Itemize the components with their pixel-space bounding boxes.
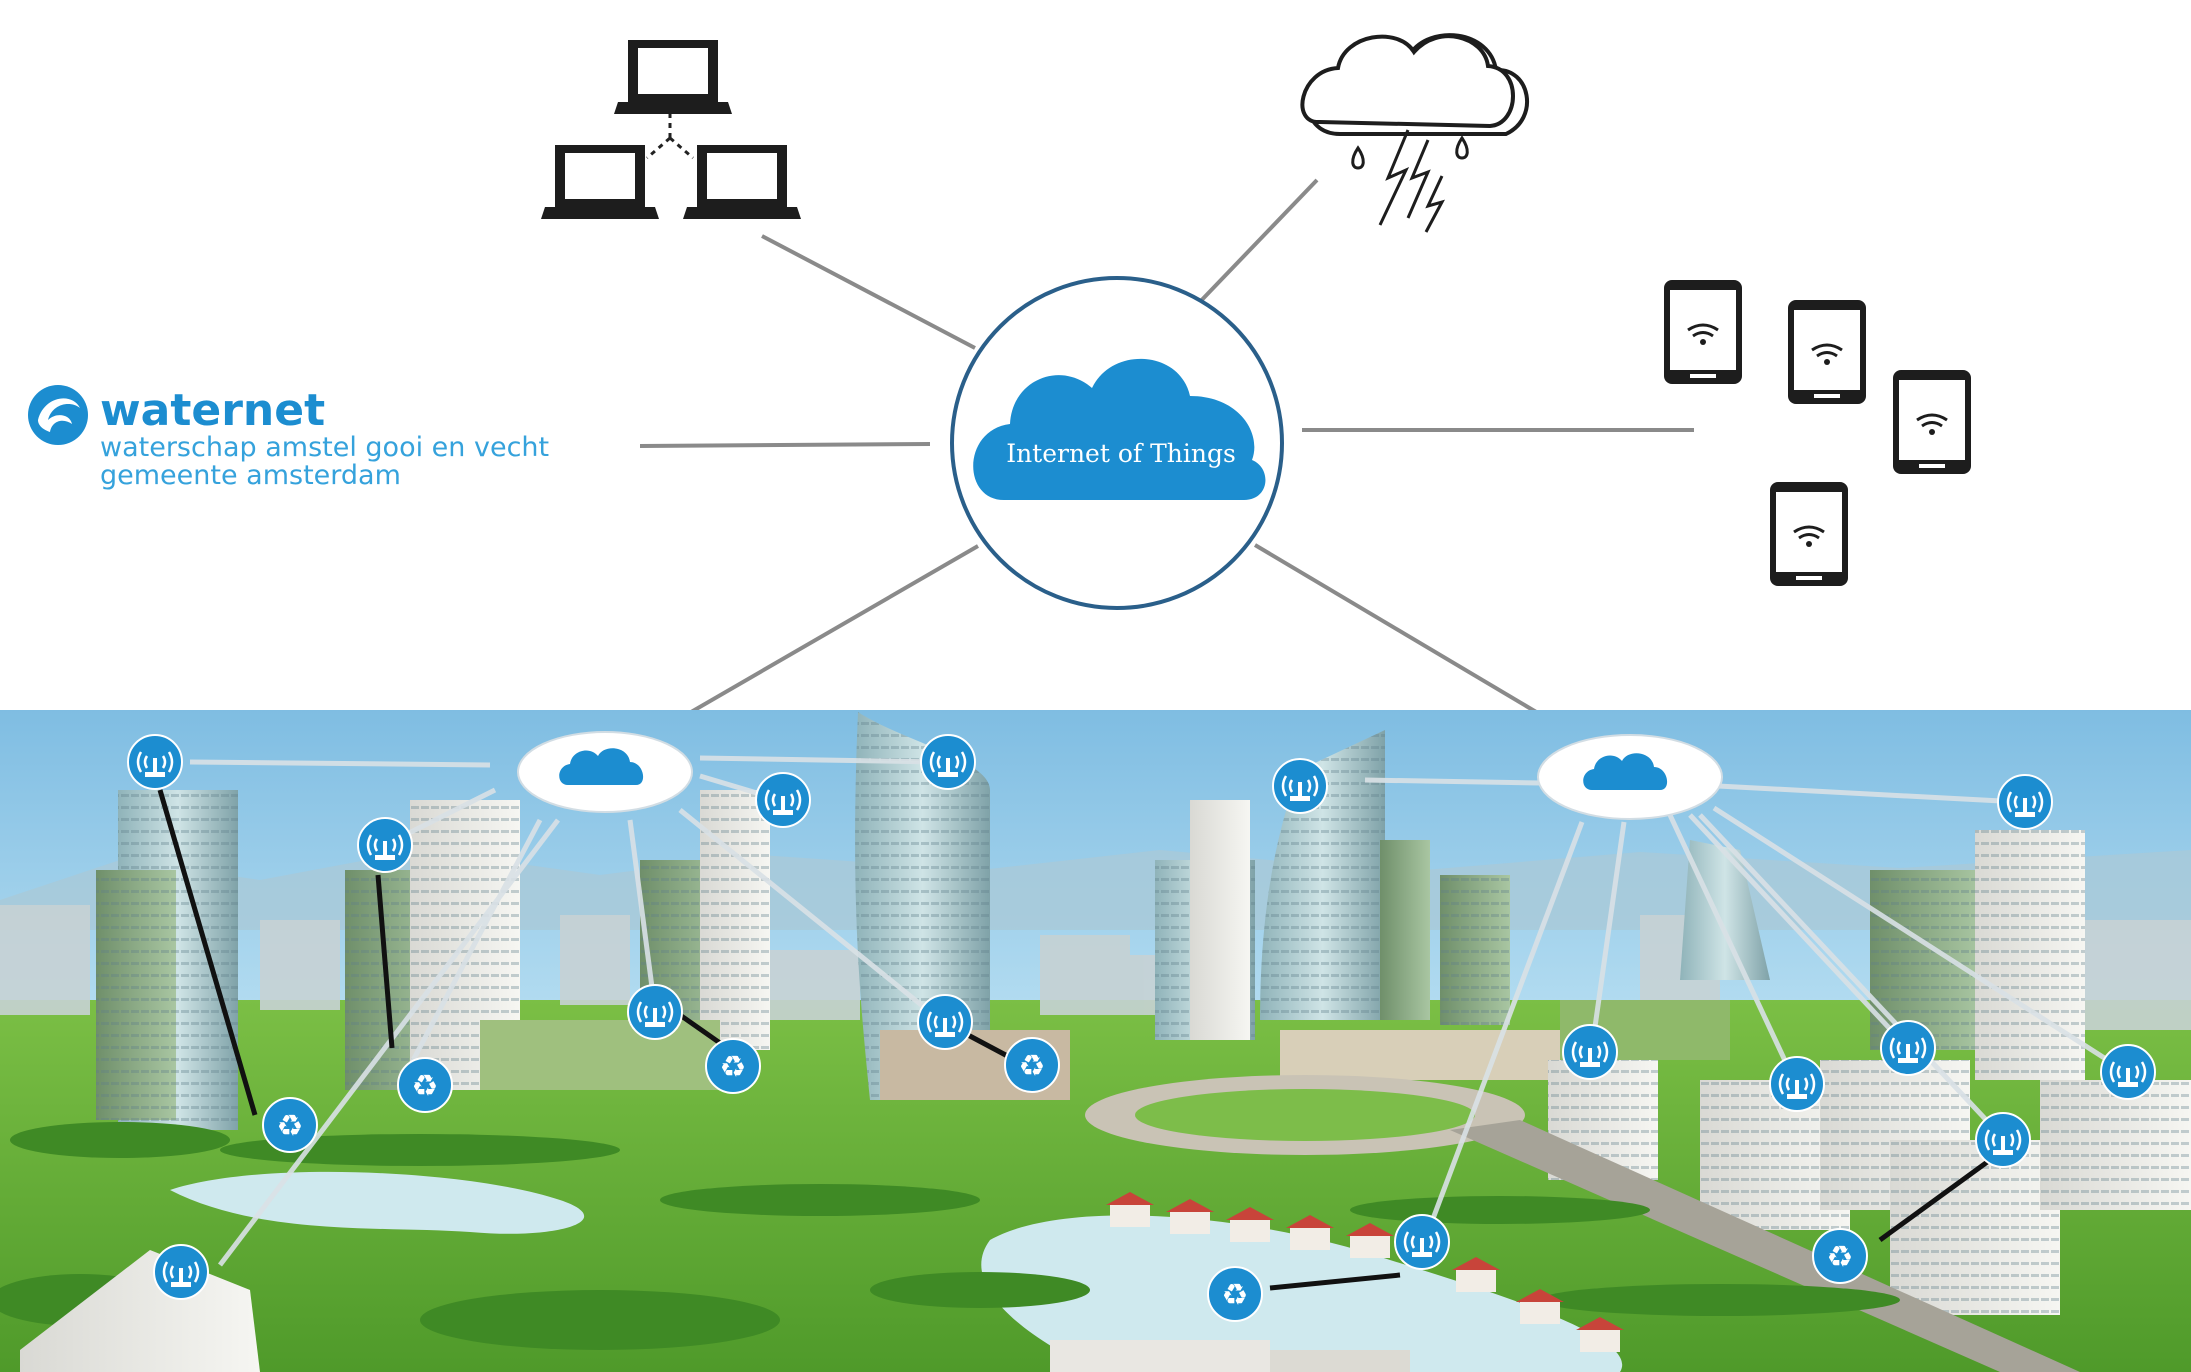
connector-computers — [761, 234, 976, 350]
city-gateway-left — [517, 731, 693, 813]
brand-subtitle-line-1: waterschap amstel gooi en vecht — [100, 432, 549, 463]
computer-network-icon — [541, 40, 801, 219]
background-buildings — [0, 905, 2191, 1030]
tree-rows — [0, 1122, 1900, 1350]
smart-city-scene: ♻ ♻ ♻ ♻ ♻ ♻ — [0, 710, 2191, 1372]
wireless-sensor-icon — [1562, 1024, 1618, 1080]
recycle-icon: ♻ — [705, 1038, 761, 1094]
mobile-devices-group — [1664, 280, 1971, 586]
smartphone-wifi-icon — [1893, 370, 1971, 474]
brand-name: waternet — [100, 385, 325, 436]
wireless-sensor-icon — [153, 1244, 209, 1300]
wireless-sensor-icon — [2100, 1044, 2156, 1100]
svg-text:♻: ♻ — [1222, 1278, 1249, 1313]
wireless-sensor-icon — [1394, 1214, 1450, 1270]
svg-text:♻: ♻ — [277, 1109, 304, 1144]
gateway-links — [189, 755, 2122, 1267]
wireless-sensor-icon — [1769, 1056, 1825, 1112]
smartphone-wifi-icon — [1770, 482, 1848, 586]
city-gateway-right — [1537, 734, 1723, 820]
wireless-sensor-icon — [1997, 774, 2053, 830]
lakeside-houses — [1106, 1192, 1624, 1352]
wireless-sensor-icon — [917, 994, 973, 1050]
wireless-sensor-icon — [1272, 758, 1328, 814]
sensor-icons: ♻ ♻ ♻ ♻ ♻ ♻ — [127, 734, 2156, 1322]
recycle-icon: ♻ — [262, 1097, 318, 1153]
wireless-sensor-icon — [920, 734, 976, 790]
waternet-logo: waternet waterschap amstel gooi en vecht… — [28, 385, 549, 491]
cloud-icon — [973, 358, 1266, 500]
smartphone-wifi-icon — [1788, 300, 1866, 404]
storm-cloud-icon — [1300, 33, 1530, 233]
apartment-blocks — [1548, 1060, 2191, 1315]
smartphone-wifi-icon — [1664, 280, 1742, 384]
laptop-icon — [541, 145, 659, 219]
wireless-sensor-icon — [1975, 1112, 2031, 1168]
sensor-links — [157, 789, 1992, 1291]
wireless-sensor-icon — [627, 984, 683, 1040]
connector-lines — [639, 178, 1694, 740]
wireless-sensor-icon — [357, 817, 413, 873]
wireless-sensor-icon — [755, 772, 811, 828]
svg-text:♻: ♻ — [1019, 1049, 1046, 1084]
waternet-swirl-icon — [28, 385, 88, 445]
connector-city-left — [658, 544, 980, 732]
svg-text:♻: ♻ — [720, 1050, 747, 1085]
iot-hub: Internet of Things — [950, 276, 1284, 610]
laptop-icon — [683, 145, 801, 219]
connector-weather — [1193, 178, 1319, 309]
recycle-icon: ♻ — [1004, 1037, 1060, 1093]
wireless-sensor-icon — [1880, 1020, 1936, 1076]
svg-text:♻: ♻ — [1827, 1240, 1854, 1275]
connector-city-right — [1253, 543, 1582, 740]
recycle-icon: ♻ — [1207, 1266, 1263, 1322]
recycle-icon: ♻ — [397, 1057, 453, 1113]
wireless-sensor-icon — [127, 734, 183, 790]
brand-subtitle-line-2: gemeente amsterdam — [100, 460, 401, 491]
connector-waternet — [639, 442, 931, 448]
svg-text:♻: ♻ — [412, 1069, 439, 1104]
hub-label: Internet of Things — [1006, 439, 1236, 468]
laptop-icon — [614, 40, 732, 114]
recycle-icon: ♻ — [1812, 1228, 1868, 1284]
